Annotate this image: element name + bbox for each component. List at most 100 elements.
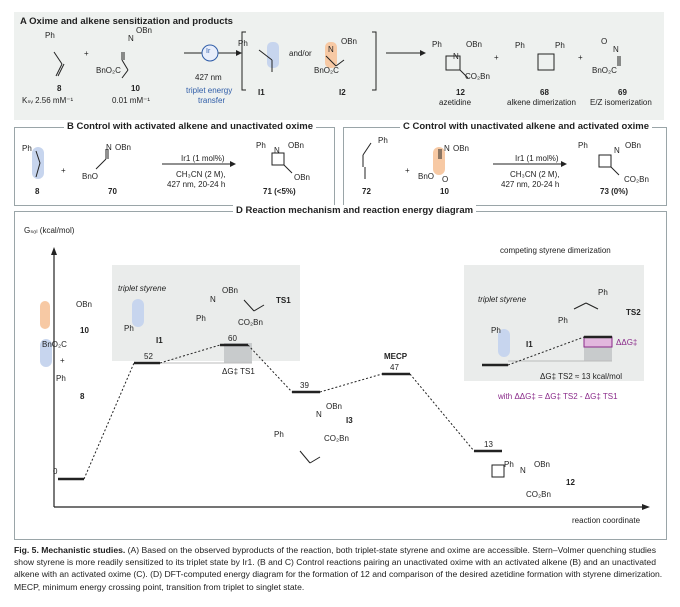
x-axis-label: reaction coordinate [572, 516, 641, 525]
n-label: N [274, 146, 280, 155]
ph-label: Ph [555, 41, 565, 50]
i1-label: I1 [258, 88, 265, 97]
plus-sign: + [405, 166, 410, 175]
ph-label: Ph [256, 141, 266, 150]
ph-label: Ph [504, 460, 514, 469]
energy-60-label: 60 [228, 334, 237, 343]
compound-10-label: 10 [80, 326, 89, 335]
triplet-oxime-highlight [325, 42, 337, 68]
ts1-label: TS1 [276, 296, 291, 305]
cyclobutane-68-structure [537, 53, 555, 71]
ph-label: Ph [124, 324, 134, 333]
bno2c-label: BnO₂C [314, 66, 339, 75]
energy-47-label: 47 [390, 363, 399, 372]
ph-label: Ph [378, 136, 388, 145]
energy-diagram [40, 247, 650, 510]
n-label: N [444, 144, 450, 153]
i1-label: I1 [156, 336, 163, 345]
ph-label: Ph [56, 374, 66, 383]
n-label: N [106, 143, 112, 152]
n-label: N [614, 146, 620, 155]
i3-label: I3 [346, 416, 353, 425]
compound-8-label: 8 [57, 84, 62, 93]
solvent-label: CH₃CN (2 M), [176, 170, 226, 179]
azetidine-12-structure [445, 55, 469, 79]
styrene-8-structure [53, 51, 65, 77]
oxime-10-structure [121, 52, 129, 79]
conditions-label: 427 nm, 20-24 h [501, 180, 560, 189]
compound-72-label: 72 [362, 187, 371, 196]
compound-10-label: 10 [440, 187, 449, 196]
obn-label: OBn [466, 40, 483, 49]
n-label: N [613, 45, 619, 54]
obn-label: OBn [326, 402, 343, 411]
energy-52-label: 52 [144, 352, 153, 361]
panel-a-structures [53, 31, 621, 91]
catalyst-label: Ir1 (1 mol%) [181, 154, 225, 163]
product-12-label: 12 [456, 88, 465, 97]
catalyst-label: Ir1 (1 mol%) [515, 154, 559, 163]
bno-label: BnO [82, 172, 99, 181]
obn-label: OBn [76, 300, 93, 309]
ph-label: Ph [598, 288, 608, 297]
ksv-8-value: Kₛᵥ 2.56 mM⁻¹ [22, 96, 74, 105]
triplet-styrene-label: triplet styrene [118, 284, 167, 293]
ph-label: Ph [558, 316, 568, 325]
andor-label: and/or [289, 49, 312, 58]
o-label: O [442, 175, 449, 184]
compound-12-label: 12 [566, 478, 575, 487]
wavelength-label: 427 nm [195, 73, 222, 82]
compound-10-label: 10 [131, 84, 140, 93]
panel-b-structures [32, 147, 293, 179]
obn-label: OBn [288, 141, 305, 150]
panel-b [14, 127, 335, 206]
isomerization-name: E/Z isomerization [590, 98, 652, 107]
dg-ts2-label: ΔG‡ TS2 ≈ 13 kcal/mol [540, 372, 623, 381]
obn-label: OBn [222, 286, 239, 295]
n-label: N [128, 34, 134, 43]
panel-a [14, 12, 664, 120]
ph-label: Ph [515, 41, 525, 50]
n-label: N [316, 410, 322, 419]
energy-path [83, 344, 475, 480]
plus-sign: + [84, 49, 89, 58]
compound-70-label: 70 [108, 187, 117, 196]
n-label: N [210, 295, 216, 304]
compound-8-label: 8 [35, 187, 40, 196]
y-axis-label: Gₛₒₗ (kcal/mol) [24, 226, 75, 235]
i1-label: I1 [526, 340, 533, 349]
co2bn-label: CO₂Bn [465, 72, 490, 81]
triplet-styrene-highlight [267, 42, 279, 68]
energy-39-label: 39 [300, 381, 309, 390]
ts2-inset-box [464, 265, 644, 381]
bno2c-label: BnO₂C [42, 340, 67, 349]
obn-label: OBn [625, 141, 642, 150]
obn-label: OBn [115, 143, 132, 152]
energy-levels [58, 343, 502, 481]
obn-label: OBn [534, 460, 551, 469]
co2bn-label: CO₂Bn [238, 318, 263, 327]
caption-body: (A) Based on the observed byproducts of … [14, 545, 663, 592]
ddg-bar [583, 336, 613, 348]
ksv-10-value: 0.01 mM⁻¹ [112, 96, 151, 105]
plus-sign: + [494, 53, 499, 62]
plus-sign: + [60, 356, 65, 365]
product-69-label: 69 [618, 88, 627, 97]
azetidine-name: azetidine [439, 98, 472, 107]
figure-caption: Fig. 5. Mechanistic studies. (A) Based o… [14, 544, 666, 593]
o-label: O [601, 37, 608, 46]
panel-a-title: A Oxime and alkene sensitization and pro… [20, 16, 233, 27]
solvent-label: CH₃CN (2 M), [510, 170, 560, 179]
i2-label: I2 [339, 88, 346, 97]
transfer-label: transfer [198, 96, 226, 105]
product-73-label: 73 (0%) [600, 187, 629, 196]
plus-sign: + [61, 166, 66, 175]
n-label: N [453, 52, 459, 61]
panel-d-title: D Reaction mechanism and reaction energy… [233, 205, 477, 216]
caption-title: Fig. 5. Mechanistic studies. [14, 545, 126, 555]
ph-label: Ph [274, 430, 284, 439]
ph-label: Ph [196, 314, 206, 323]
co2bn-label: CO₂Bn [324, 434, 349, 443]
bno2c-label: BnO₂C [592, 66, 617, 75]
obn-label: OBn [136, 26, 153, 35]
